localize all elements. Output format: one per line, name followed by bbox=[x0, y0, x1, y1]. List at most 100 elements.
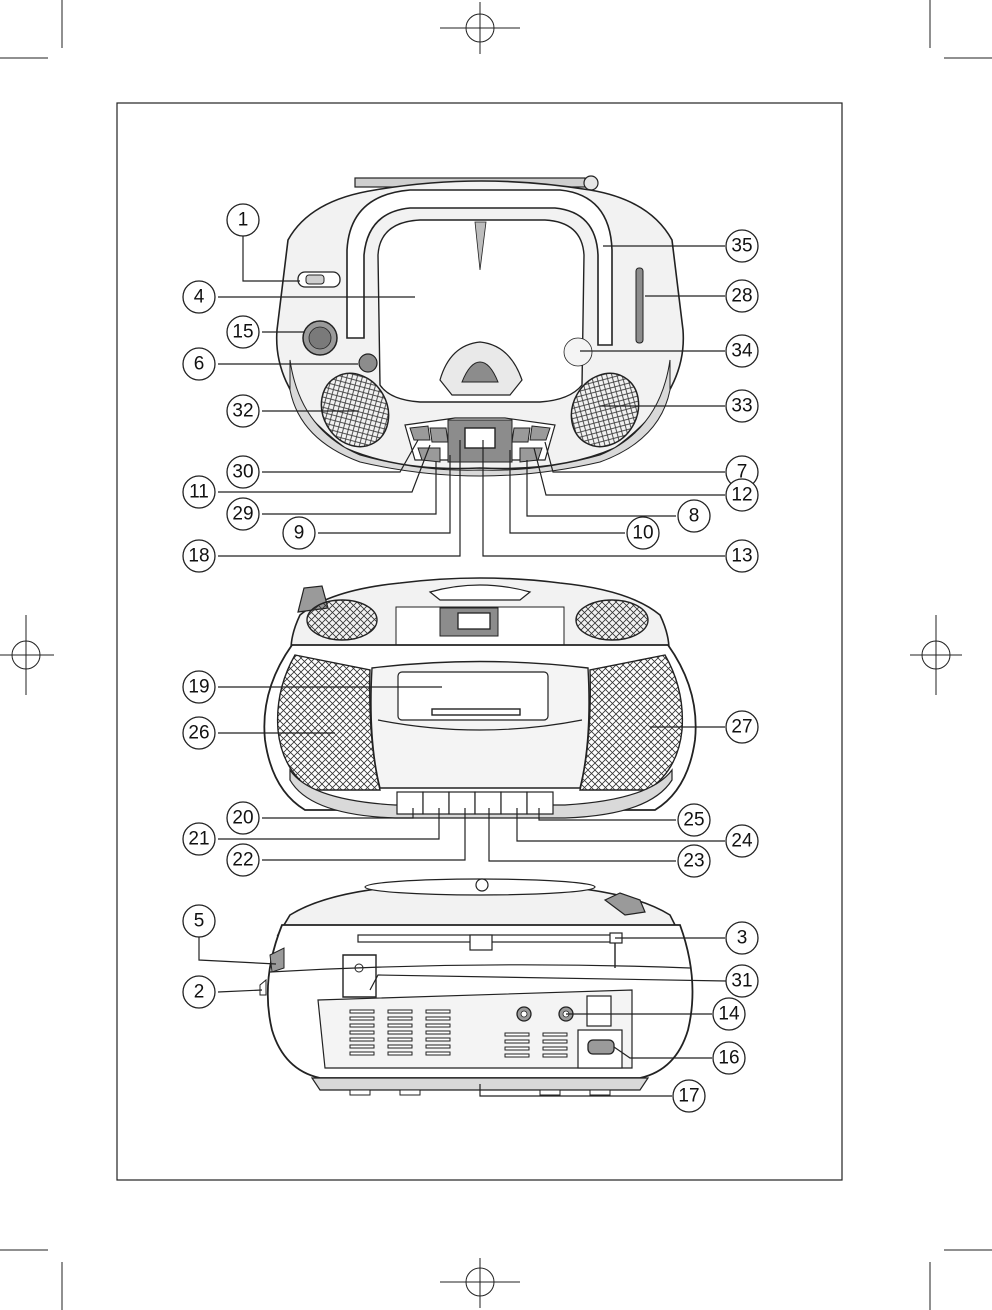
callout-9: 9 bbox=[282, 516, 316, 550]
callout-11: 11 bbox=[182, 475, 216, 509]
stereo-indicator bbox=[563, 337, 593, 367]
callout-25: 25 bbox=[677, 803, 711, 837]
callout-15: 15 bbox=[226, 315, 260, 349]
callout-1-label: 1 bbox=[238, 210, 249, 231]
callout-12-label: 12 bbox=[731, 485, 752, 506]
callout-34: 34 bbox=[725, 334, 759, 368]
cassette-door-lip bbox=[377, 719, 583, 731]
back-handle-tip bbox=[603, 892, 646, 916]
front-right-speaker-top bbox=[575, 599, 649, 641]
button-11[interactable] bbox=[409, 425, 431, 441]
button-29[interactable] bbox=[417, 447, 441, 463]
cassette-slot bbox=[431, 708, 521, 716]
callout-4-label: 4 bbox=[194, 287, 205, 308]
feet bbox=[349, 1089, 611, 1096]
callout-35: 35 bbox=[725, 229, 759, 263]
callout-4: 4 bbox=[182, 280, 216, 314]
callout-26-label: 26 bbox=[188, 723, 209, 744]
callout-22-label: 22 bbox=[232, 850, 253, 871]
tape-keys bbox=[396, 791, 554, 815]
callout-29-label: 29 bbox=[232, 504, 253, 525]
callout-1: 1 bbox=[226, 203, 260, 237]
callout-20: 20 bbox=[226, 801, 260, 835]
front-base bbox=[289, 768, 673, 819]
cd-open-button[interactable] bbox=[461, 361, 499, 383]
callout-3-label: 3 bbox=[737, 928, 748, 949]
callout-14: 14 bbox=[712, 997, 746, 1031]
callout-32-label: 32 bbox=[232, 401, 253, 422]
callout-23-label: 23 bbox=[683, 851, 704, 872]
front-view bbox=[263, 577, 697, 819]
dbb-button[interactable] bbox=[358, 353, 378, 373]
callout-32: 32 bbox=[226, 394, 260, 428]
tape-key-25[interactable] bbox=[526, 791, 554, 815]
source-selector-knob[interactable] bbox=[305, 274, 325, 285]
cd-lid-highlight bbox=[474, 221, 487, 271]
back-top-knob bbox=[475, 878, 489, 892]
callout-9-label: 9 bbox=[294, 523, 305, 544]
callout-16: 16 bbox=[712, 1041, 746, 1075]
top-body-lower bbox=[289, 359, 671, 477]
callout-2-label: 2 bbox=[194, 982, 205, 1003]
callout-15-label: 15 bbox=[232, 322, 253, 343]
battery-latch bbox=[586, 995, 612, 1027]
callout-7-label: 7 bbox=[737, 462, 748, 483]
registration-mark-bottom bbox=[440, 1258, 520, 1308]
callout-24: 24 bbox=[725, 824, 759, 858]
volume-knob-center bbox=[308, 326, 332, 350]
button-12[interactable] bbox=[529, 425, 551, 441]
tape-key-20[interactable] bbox=[396, 791, 424, 815]
jack-31-hole bbox=[520, 1010, 528, 1018]
callout-35-label: 35 bbox=[731, 236, 752, 257]
carry-handle bbox=[346, 189, 613, 346]
callout-6-label: 6 bbox=[194, 354, 205, 375]
callout-19-label: 19 bbox=[188, 677, 209, 698]
callout-29: 29 bbox=[226, 497, 260, 531]
callout-33: 33 bbox=[725, 389, 759, 423]
callout-20-label: 20 bbox=[232, 808, 253, 829]
front-left-grille bbox=[276, 654, 381, 791]
callout-12: 12 bbox=[725, 478, 759, 512]
side-latch bbox=[259, 978, 267, 996]
rear-panel-top-edge bbox=[269, 964, 691, 973]
callout-10-label: 10 bbox=[632, 523, 653, 544]
callout-13: 13 bbox=[725, 539, 759, 573]
ac-socket[interactable] bbox=[587, 1039, 615, 1055]
callout-27: 27 bbox=[725, 710, 759, 744]
tape-key-21[interactable] bbox=[422, 791, 450, 815]
registration-mark-right bbox=[910, 615, 962, 695]
callout-33-label: 33 bbox=[731, 396, 752, 417]
tape-key-23[interactable] bbox=[474, 791, 502, 815]
callout-24-label: 24 bbox=[731, 831, 753, 852]
figure-frame bbox=[116, 102, 843, 1181]
vent-slots bbox=[349, 1009, 568, 1058]
callout-23: 23 bbox=[677, 844, 711, 878]
callout-28-label: 28 bbox=[731, 286, 752, 307]
callout-3: 3 bbox=[725, 921, 759, 955]
callout-18: 18 bbox=[182, 539, 216, 573]
registration-mark-top bbox=[440, 2, 520, 54]
callout-18-label: 18 bbox=[188, 546, 209, 567]
button-30[interactable] bbox=[429, 427, 449, 443]
callout-14-label: 14 bbox=[718, 1004, 740, 1025]
callout-22: 22 bbox=[226, 843, 260, 877]
back-view bbox=[259, 878, 694, 1096]
right-speaker-grille bbox=[570, 372, 640, 448]
leader-lines bbox=[198, 236, 727, 1097]
callout-8-label: 8 bbox=[689, 506, 700, 527]
callout-30: 30 bbox=[226, 455, 260, 489]
cd-lid bbox=[377, 219, 585, 403]
lcd-display bbox=[464, 427, 496, 449]
button-7[interactable] bbox=[511, 427, 531, 443]
callout-16-label: 16 bbox=[718, 1048, 739, 1069]
cassette-window bbox=[397, 671, 549, 721]
antenna-clip bbox=[469, 934, 493, 951]
tape-key-24[interactable] bbox=[500, 791, 528, 815]
tuning-scale bbox=[635, 267, 644, 344]
callout-30-label: 30 bbox=[232, 462, 253, 483]
top-view bbox=[275, 175, 685, 477]
front-right-grille bbox=[579, 654, 684, 791]
tape-key-22[interactable] bbox=[448, 791, 476, 815]
